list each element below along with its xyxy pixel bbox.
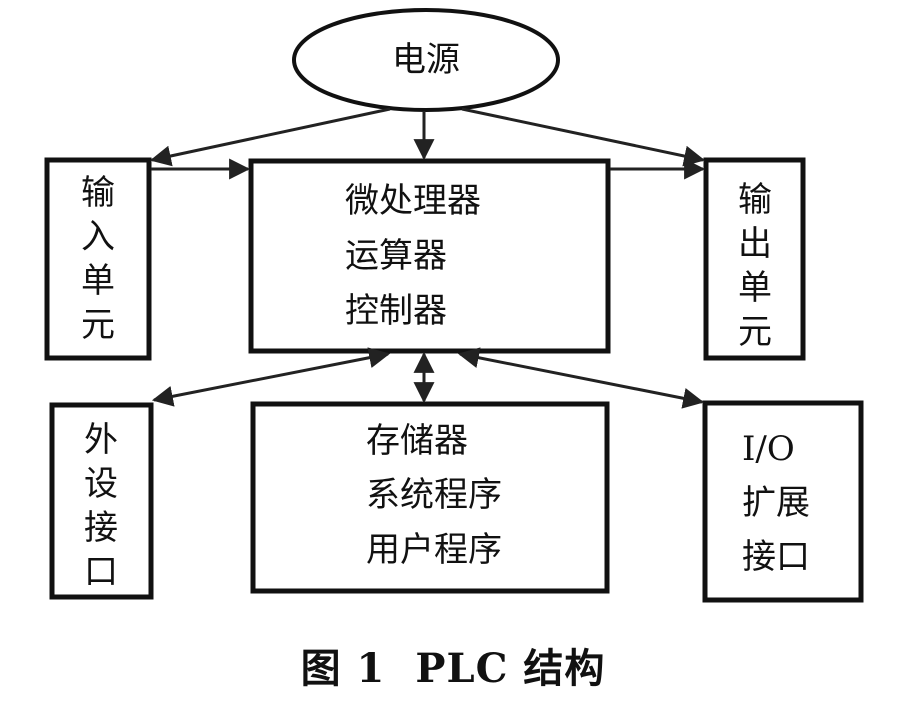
input-unit-char-1: 输	[81, 173, 115, 213]
arrow-cpu-peripheral	[151, 347, 391, 407]
peripheral-char-3: 接	[84, 508, 118, 548]
input-unit-char-2: 入	[81, 217, 115, 257]
memory-line-3: 用户程序	[366, 530, 502, 570]
arrow-power-to-input	[149, 107, 391, 167]
figure-title: PLC 结构	[415, 645, 606, 692]
arrow-cpu-io-expansion	[457, 347, 705, 409]
io-expansion-line-2: 扩展	[742, 483, 810, 523]
figure-label: 图 1	[300, 645, 386, 692]
figure-caption: 图 1 PLC 结构	[0, 636, 906, 694]
io-expansion-box	[702, 400, 864, 603]
cpu-line-2: 运算器	[345, 236, 447, 276]
cpu-box	[248, 158, 611, 354]
memory-box	[250, 401, 610, 594]
io-expansion-line-3: 接口	[742, 537, 810, 577]
input-unit-box	[44, 157, 152, 361]
output-unit-char-1: 输	[738, 180, 772, 220]
memory-line-1: 存储器	[366, 421, 468, 461]
output-unit-char-2: 出	[738, 224, 772, 264]
power-node-shape	[292, 8, 560, 112]
input-unit-char-4: 元	[81, 305, 115, 345]
cpu-line-3: 控制器	[345, 291, 447, 331]
peripheral-char-2: 设	[84, 464, 118, 504]
peripheral-char-4: 口	[84, 552, 118, 592]
power-node-label: 电源	[392, 40, 460, 80]
output-unit-char-4: 元	[738, 312, 772, 352]
cpu-line-1: 微处理器	[345, 181, 481, 221]
memory-line-2: 系统程序	[366, 475, 502, 515]
input-unit-char-3: 单	[81, 261, 115, 301]
arrow-power-to-output	[461, 107, 706, 167]
peripheral-char-1: 外	[84, 420, 118, 460]
io-expansion-line-1: I/O	[742, 429, 795, 469]
output-unit-char-3: 单	[738, 268, 772, 308]
peripheral-interface-box	[49, 402, 154, 600]
output-unit-box	[703, 157, 806, 361]
